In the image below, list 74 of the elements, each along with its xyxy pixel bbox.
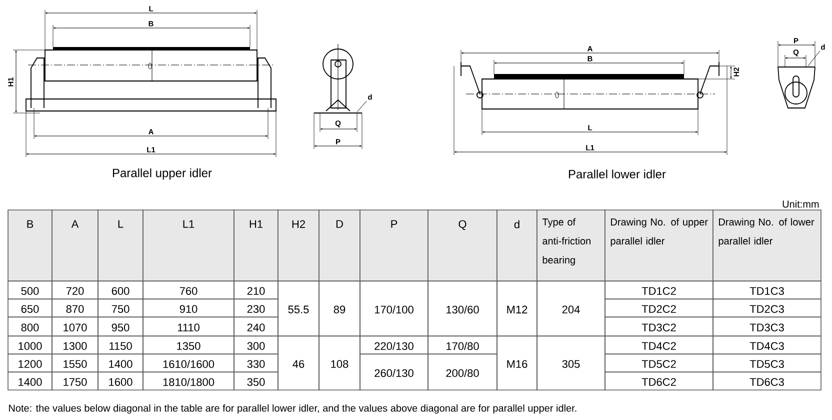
table-cell: 204 xyxy=(536,280,606,336)
table-cell: 55.5 xyxy=(278,280,320,336)
table-cell: 1000 xyxy=(8,336,52,354)
table-cell: 240 xyxy=(234,316,278,336)
table-cell: TD3C3 xyxy=(712,316,822,336)
table-cell: 800 xyxy=(8,316,52,336)
table-cell: TD4C2 xyxy=(604,336,714,354)
table-cell: 1110 xyxy=(142,316,234,336)
header-cell: Drawing No. of upper parallel idler xyxy=(604,210,714,282)
table-cell: 108 xyxy=(318,336,360,390)
table-cell: 1750 xyxy=(52,372,98,390)
table-cell: TD5C3 xyxy=(712,354,822,372)
table-cell: 1810/1800 xyxy=(142,372,234,390)
table-cell: TD5C2 xyxy=(604,354,714,372)
table-cell: TD2C3 xyxy=(712,298,822,318)
table-cell: 750 xyxy=(98,298,144,318)
note: Note: the values below diagonal in the table are for parallel lower idler, and the values above diagonal are for parallel upper idler. xyxy=(9,404,576,414)
table-cell: 950 xyxy=(98,316,144,336)
header-cell: d xyxy=(496,210,538,282)
table-cell: TD3C2 xyxy=(604,316,714,336)
table-cell: 1150 xyxy=(98,336,144,354)
table-cell: 1200 xyxy=(8,354,52,372)
table-cell: 220/130 xyxy=(360,336,428,354)
table-cell: 210 xyxy=(234,280,278,300)
table-cell: 330 xyxy=(234,354,278,372)
table-cell: 500 xyxy=(8,280,52,300)
table-cell: 1350 xyxy=(142,336,234,354)
header-cell: H2 xyxy=(278,210,320,282)
table-cell: 910 xyxy=(142,298,234,318)
table-cell: 870 xyxy=(52,298,98,318)
table-cell: 650 xyxy=(8,298,52,318)
table-cell: 46 xyxy=(278,336,320,390)
table-cell: 89 xyxy=(318,280,360,336)
table-cell: 1300 xyxy=(52,336,98,354)
table-cell: 170/80 xyxy=(428,336,498,354)
table-cell: 300 xyxy=(234,336,278,354)
caption: Parallel lower idler xyxy=(568,170,666,178)
table-cell: 1400 xyxy=(8,372,52,390)
table-cell: TD1C2 xyxy=(604,280,714,300)
header-cell: Drawing No. of lower parallel idler xyxy=(712,210,822,282)
table-cell: 600 xyxy=(98,280,144,300)
table-cell: 1400 xyxy=(98,354,144,372)
table-cell: 760 xyxy=(142,280,234,300)
leader-line xyxy=(808,50,820,66)
table-cell: 230 xyxy=(234,298,278,318)
header-cell: B xyxy=(8,210,52,282)
unit-note: Unit:mm xyxy=(782,200,819,208)
caption: Parallel upper idler xyxy=(112,168,212,180)
header-cell: A xyxy=(52,210,98,282)
header-cell: H1 xyxy=(234,210,278,282)
table-cell: 720 xyxy=(52,280,98,300)
table-cell: 260/130 xyxy=(360,354,428,390)
table-cell: M12 xyxy=(496,280,538,336)
table-cell: 1610/1600 xyxy=(142,354,234,372)
table-cell: 1550 xyxy=(52,354,98,372)
table-cell: TD2C2 xyxy=(604,298,714,318)
table-cell: TD6C2 xyxy=(604,372,714,390)
header-cell: D xyxy=(318,210,360,282)
leader-line xyxy=(356,100,367,112)
table-cell: M16 xyxy=(496,336,538,390)
table-cell: 1070 xyxy=(52,316,98,336)
table-cell: 130/60 xyxy=(428,280,498,336)
table-cell: 305 xyxy=(536,336,606,390)
table-cell: 1600 xyxy=(98,372,144,390)
table-cell: 350 xyxy=(234,372,278,390)
table-cell: TD4C3 xyxy=(712,336,822,354)
header-cell: Type of anti-friction bearing xyxy=(536,210,606,282)
table-cell: 200/80 xyxy=(428,354,498,390)
table-cell: TD6C3 xyxy=(712,372,822,390)
header-cell: Q xyxy=(428,210,498,282)
table-cell: 170/100 xyxy=(360,280,428,336)
table-cell: TD1C3 xyxy=(712,280,822,300)
header-cell: P xyxy=(360,210,428,282)
header-cell: L xyxy=(98,210,144,282)
